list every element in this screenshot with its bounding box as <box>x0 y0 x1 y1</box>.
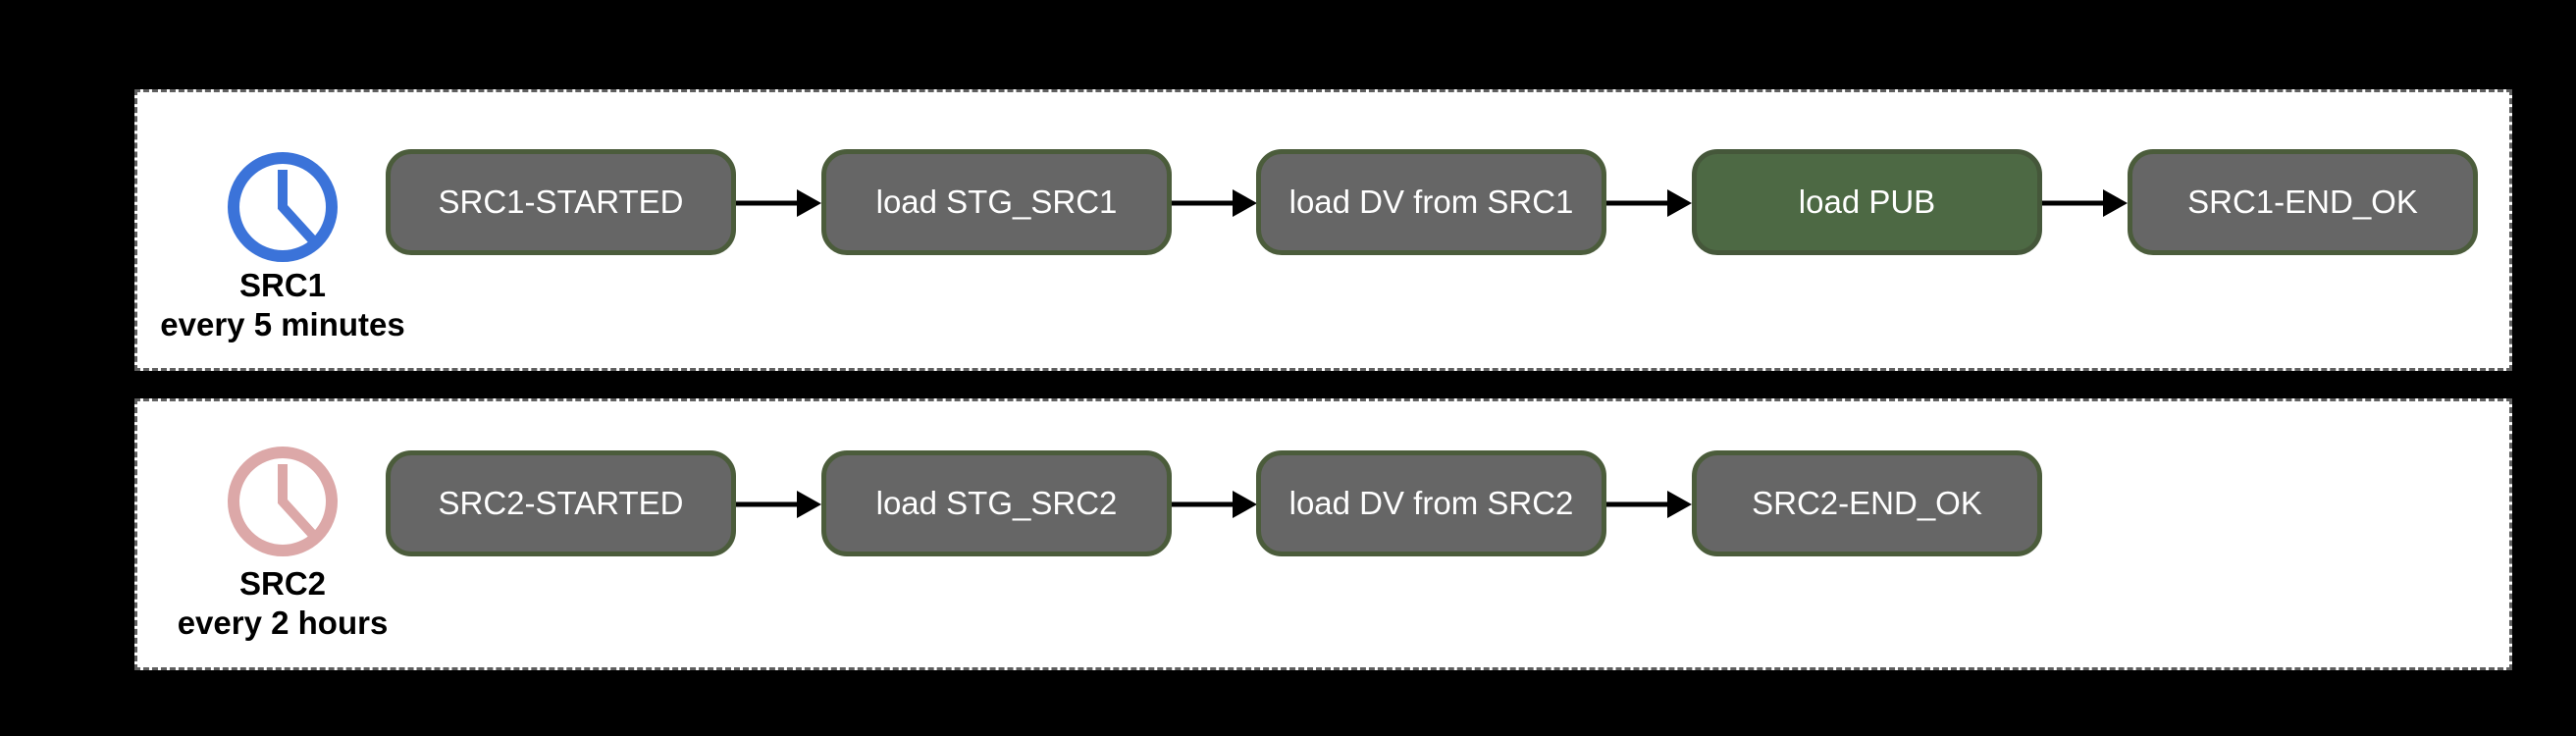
schedule-label: SRC1 every 5 minutes <box>160 266 404 344</box>
flow-node-load-stg-src1: load STG_SRC1 <box>821 149 1172 255</box>
flow-node-label: load STG_SRC2 <box>875 485 1118 521</box>
flow-node-src2-started: SRC2-STARTED <box>386 450 736 556</box>
flow-node-src2-end-ok: SRC2-END_OK <box>1692 450 2042 556</box>
flow-node-label: load STG_SRC1 <box>875 184 1118 220</box>
clock-icon <box>228 447 338 556</box>
flow-arrow-icon <box>1606 491 1692 518</box>
schedule-name: SRC1 <box>238 267 327 303</box>
flow-node-load-pub: load PUB <box>1692 149 2042 255</box>
flow-node-label: SRC2-END_OK <box>1752 485 1982 521</box>
flow-node-load-dv-from-src2: load DV from SRC2 <box>1256 450 1606 556</box>
flow-node-src1-started: SRC1-STARTED <box>386 149 736 255</box>
flow-arrow-icon <box>736 491 821 518</box>
flow-node-label: load PUB <box>1798 184 1936 220</box>
flow-node-label: load DV from SRC1 <box>1288 184 1574 220</box>
flow-node-label: SRC2-STARTED <box>438 485 684 521</box>
flow-node-load-dv-from-src1: load DV from SRC1 <box>1256 149 1606 255</box>
flow-arrow-icon <box>1606 189 1692 217</box>
schedule-frequency: every 2 hours <box>177 605 389 641</box>
flow-node-label: load DV from SRC2 <box>1288 485 1574 521</box>
clock-icon <box>228 152 338 262</box>
schedule-name: SRC2 <box>238 565 327 602</box>
flow-node-label: SRC1-END_OK <box>2187 184 2418 220</box>
flow-arrow-icon <box>1172 189 1257 217</box>
pipeline-panel-src2: SRC2 every 2 hours SRC2-STARTED load STG… <box>134 398 2512 670</box>
pipeline-panel-src1: SRC1 every 5 minutes SRC1-STARTED load S… <box>134 89 2512 371</box>
flow-arrow-icon <box>1172 491 1257 518</box>
flow-arrow-icon <box>2042 189 2128 217</box>
flow-node-src1-end-ok: SRC1-END_OK <box>2128 149 2478 255</box>
flow-node-load-stg-src2: load STG_SRC2 <box>821 450 1172 556</box>
flow-arrow-icon <box>736 189 821 217</box>
schedule-label: SRC2 every 2 hours <box>178 564 389 643</box>
flow-node-label: SRC1-STARTED <box>438 184 684 220</box>
schedule-frequency: every 5 minutes <box>160 306 405 342</box>
